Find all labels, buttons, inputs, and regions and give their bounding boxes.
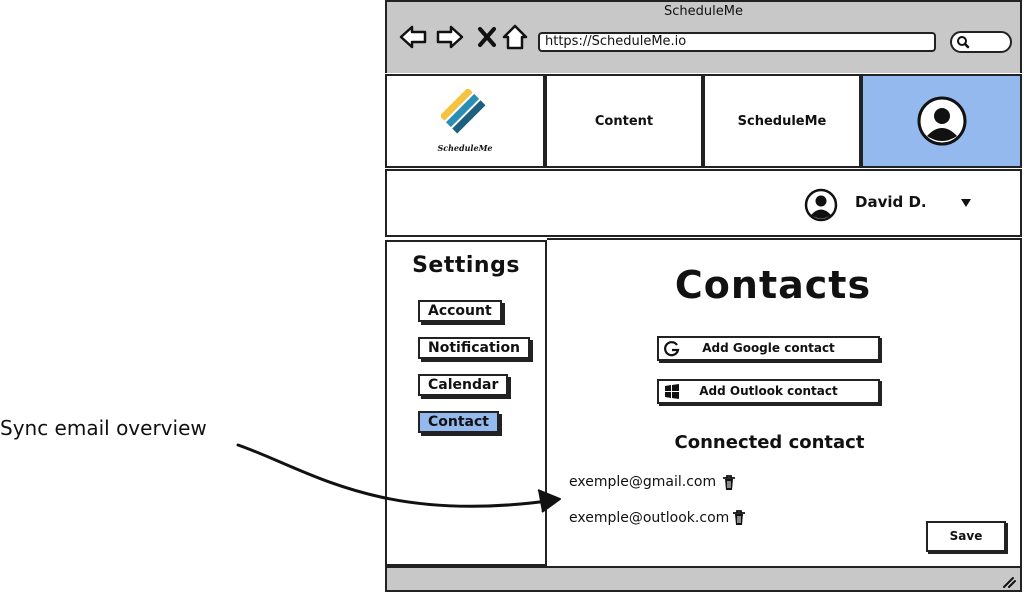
annotation-arrow	[236, 443, 561, 513]
annotation-label: Sync email overview	[0, 416, 207, 440]
add-google-contact-label: Add Google contact	[702, 341, 835, 355]
url-input[interactable]: https://ScheduleMe.io	[538, 32, 936, 52]
trash-icon[interactable]	[732, 510, 746, 526]
page-title: Contacts	[674, 263, 872, 307]
nav-profile[interactable]	[861, 74, 1022, 168]
nav-tab-content-label: Content	[594, 113, 654, 129]
resize-grip-icon[interactable]	[1000, 574, 1016, 588]
connected-contact-heading: Connected contact	[674, 432, 865, 453]
user-bar	[385, 169, 1022, 237]
nav-tab-scheduleme-label: ScheduleMe	[737, 113, 827, 129]
sidebar-item-contact[interactable]: Contact	[418, 411, 499, 433]
user-name[interactable]: David D.	[855, 193, 927, 211]
app-logo-icon	[441, 89, 486, 134]
contact-email: exemple@gmail.com	[569, 474, 717, 490]
caret-down-icon[interactable]	[960, 198, 972, 208]
forward-arrow-icon[interactable]	[435, 22, 465, 52]
contact-email: exemple@outlook.com	[569, 510, 730, 526]
windows-icon	[665, 384, 679, 399]
sidebar-item-calendar[interactable]: Calendar	[418, 374, 509, 396]
sidebar-item-notification[interactable]: Notification	[418, 337, 531, 359]
logo-text: ScheduleMe	[437, 143, 493, 153]
user-avatar-icon	[917, 96, 966, 146]
browser-status-bar	[385, 566, 1022, 592]
settings-sidebar	[385, 240, 547, 566]
trash-icon[interactable]	[722, 475, 736, 491]
search-icon	[957, 36, 970, 49]
add-outlook-contact-label: Add Outlook contact	[699, 384, 838, 398]
sidebar-item-account[interactable]: Account	[418, 300, 502, 322]
close-x-icon[interactable]	[472, 22, 502, 52]
home-icon[interactable]	[500, 22, 530, 52]
user-avatar-small-icon[interactable]	[804, 188, 838, 222]
add-outlook-contact-button[interactable]: Add Outlook contact	[657, 379, 880, 404]
window-title: ScheduleMe	[664, 4, 743, 19]
search-button[interactable]	[950, 31, 1012, 53]
add-google-contact-button[interactable]: Add Google contact	[657, 336, 880, 361]
sidebar-title: Settings	[412, 253, 520, 278]
nav-tab-scheduleme[interactable]: ScheduleMe	[703, 74, 861, 168]
google-icon	[664, 341, 680, 357]
back-arrow-icon[interactable]	[398, 22, 428, 52]
nav-tab-content[interactable]: Content	[545, 74, 703, 168]
nav-logo[interactable]: ScheduleMe	[385, 74, 545, 168]
save-button[interactable]: Save	[926, 521, 1006, 552]
